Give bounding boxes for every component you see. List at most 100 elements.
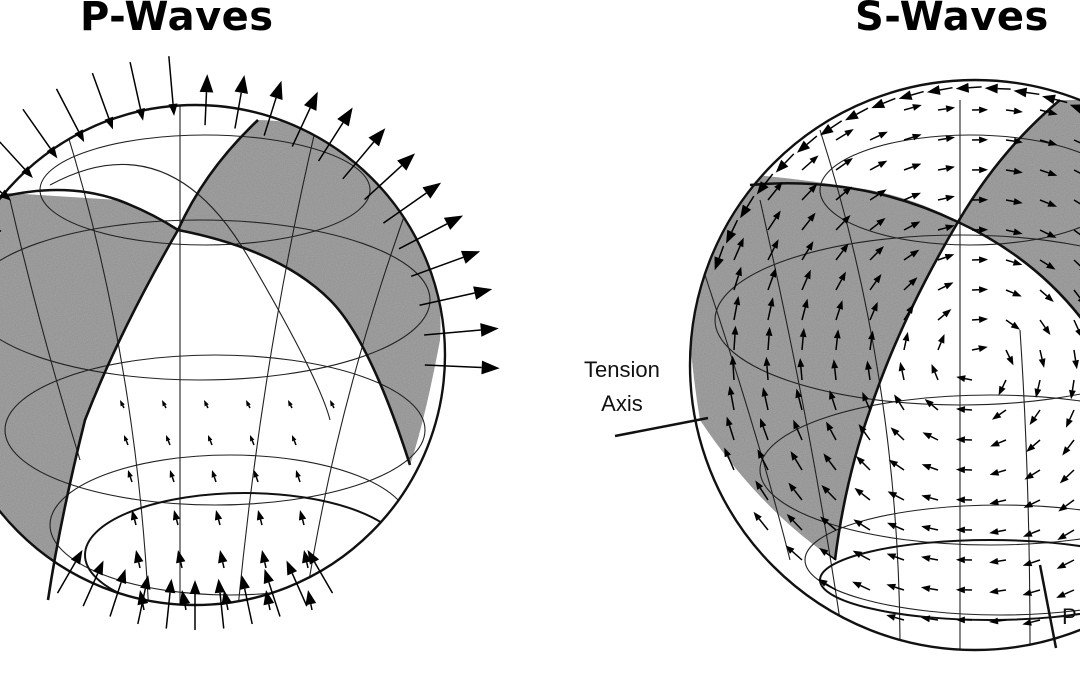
s-tangential-arrow-head: [1022, 589, 1033, 596]
s-tangential-arrow-head: [1048, 108, 1058, 116]
s-tangential-arrow-shaft: [869, 222, 879, 231]
s-tangential-arrow-head: [1056, 561, 1067, 569]
s-tangential-arrow-shaft: [937, 314, 945, 321]
s-tangential-arrow-head: [945, 165, 955, 172]
s-tangential-arrow-shaft: [929, 527, 939, 531]
s-tangential-arrow-shaft: [1005, 289, 1014, 294]
s-wave-arrows: [714, 82, 1080, 626]
s-tangential-arrow-shaft: [1071, 379, 1075, 391]
s-tangential-arrow-head: [801, 298, 809, 309]
s-tangential-arrow-head: [818, 579, 828, 587]
s-left-shaded-quadrant-grain: [690, 170, 958, 560]
p-inward-arrow-head: [92, 560, 104, 576]
p-outward-arrow-head: [199, 74, 214, 93]
s-tangential-arrow-head: [1022, 559, 1033, 567]
s-tangential-arrow-head: [871, 301, 878, 312]
s-tangential-arrow-shaft: [937, 342, 942, 351]
s-tangential-arrow-shaft: [860, 523, 871, 531]
s-tangential-arrow-head: [856, 456, 865, 465]
s-tangential-arrow-shaft: [835, 220, 845, 231]
p-interior-arrow-shaft: [251, 440, 255, 446]
s-tangential-arrow-head: [853, 519, 863, 528]
s-tangential-arrow-shaft: [825, 552, 837, 561]
s-tangential-arrow-head: [902, 331, 910, 342]
s-tangential-arrow-head: [854, 487, 864, 497]
s-tangential-arrow-shaft: [867, 369, 871, 381]
s-tangential-arrow-head: [955, 586, 965, 594]
s-tangential-arrow-head: [1058, 503, 1068, 512]
s-tangential-arrow-shaft: [767, 217, 777, 231]
p-interior-arrow-head: [169, 470, 175, 478]
s-tangential-arrow-head: [1026, 443, 1036, 452]
p-outward-arrow-shaft: [424, 364, 482, 369]
s-tangential-arrow-shaft: [833, 368, 837, 381]
p-inward-arrow-shaft: [268, 582, 281, 617]
p-interior-arrow-head: [288, 400, 293, 407]
s-tangential-arrow-head: [843, 157, 854, 166]
s-tangential-arrow-head: [763, 356, 771, 367]
p-left-shaded-quadrant-grain: [0, 188, 178, 605]
s-tangential-arrow-head: [804, 269, 811, 280]
p-outward-arrow-head: [481, 360, 500, 375]
s-tangential-arrow-head: [989, 587, 999, 595]
s-tangential-arrow-shaft: [764, 395, 769, 411]
p-inward-arrow-head: [286, 560, 298, 576]
p-right-shaded-quadrant-grain: [178, 120, 441, 465]
s-tangential-arrow-shaft: [929, 618, 939, 621]
s-tangential-arrow-shaft: [903, 106, 914, 111]
s-tangential-arrow-head: [978, 316, 989, 323]
s-rim-arrow-shaft: [784, 153, 795, 164]
p-inward-arrow-head: [136, 107, 145, 121]
s-tangential-arrow-head: [922, 432, 933, 440]
p-outward-arrow-shaft: [291, 107, 311, 147]
p-outward-arrow-head: [234, 74, 248, 94]
s-tangential-arrow-head: [807, 212, 816, 222]
s-tangential-arrow-shaft: [861, 461, 871, 471]
s-tangential-arrow-shaft: [1005, 259, 1014, 264]
s-tangential-arrow-head: [767, 297, 775, 307]
s-tangential-arrow-head: [943, 282, 954, 290]
s-tangential-arrow-head: [852, 550, 863, 558]
s-tangential-arrow-shaft: [801, 307, 807, 321]
s-tangential-arrow-head: [797, 358, 805, 368]
s-tangential-arrow-head: [1034, 388, 1042, 398]
s-rim-arrow-head: [984, 83, 998, 94]
p-inward-arrow-shaft: [137, 588, 147, 625]
s-tangential-arrow-shaft: [835, 338, 839, 351]
s-rim-arrow-head: [844, 109, 859, 121]
s-tangential-arrow-shaft: [1032, 439, 1041, 447]
p-interior-arrow-head: [295, 470, 301, 478]
s-tangential-arrow-head: [818, 547, 829, 556]
s-tangential-arrow-head: [868, 330, 875, 340]
s-tangential-arrow-head: [921, 555, 931, 562]
p-inward-arrow-head: [239, 575, 250, 590]
s-rim-arrow-head: [871, 98, 886, 109]
s-tangential-arrow-head: [955, 496, 965, 504]
s-tangential-arrow-shaft: [869, 309, 875, 321]
s-rim-arrow-shaft: [746, 195, 755, 208]
s-tangential-arrow-head: [772, 210, 781, 220]
s-tangential-arrow-shaft: [937, 197, 947, 201]
s-tangential-arrow-shaft: [929, 466, 939, 471]
s-rim-arrow-head: [796, 140, 811, 153]
s-tangential-arrow-shaft: [766, 365, 769, 381]
s-tangential-arrow-shaft: [801, 336, 804, 351]
s-tangential-arrow-shaft: [835, 308, 841, 321]
s-tangential-arrow-shaft: [997, 589, 1007, 592]
p-interior-arrow-shaft: [310, 603, 313, 611]
s-tangential-arrow-shaft: [733, 275, 740, 291]
s-waves-title: S-Waves: [855, 0, 1049, 40]
s-tangential-arrow-head: [727, 385, 735, 396]
p-interior-arrow-shaft: [226, 603, 229, 611]
s-tangential-arrow-head: [831, 359, 839, 369]
s-tangential-arrow-shaft: [903, 224, 913, 231]
p-interior-arrow-shaft: [125, 440, 129, 446]
p-inward-arrow-shaft: [168, 56, 174, 105]
s-tangential-arrow-shaft: [1031, 529, 1041, 535]
s-tangential-arrow-shaft: [1073, 319, 1080, 330]
s-tangential-arrow-shaft: [971, 347, 980, 351]
s-tangential-arrow-shaft: [1073, 229, 1080, 236]
s-rim-arrow-shaft: [968, 86, 982, 89]
s-tangential-arrow-shaft: [801, 190, 812, 201]
p-inward-arrow-shaft: [22, 108, 52, 150]
